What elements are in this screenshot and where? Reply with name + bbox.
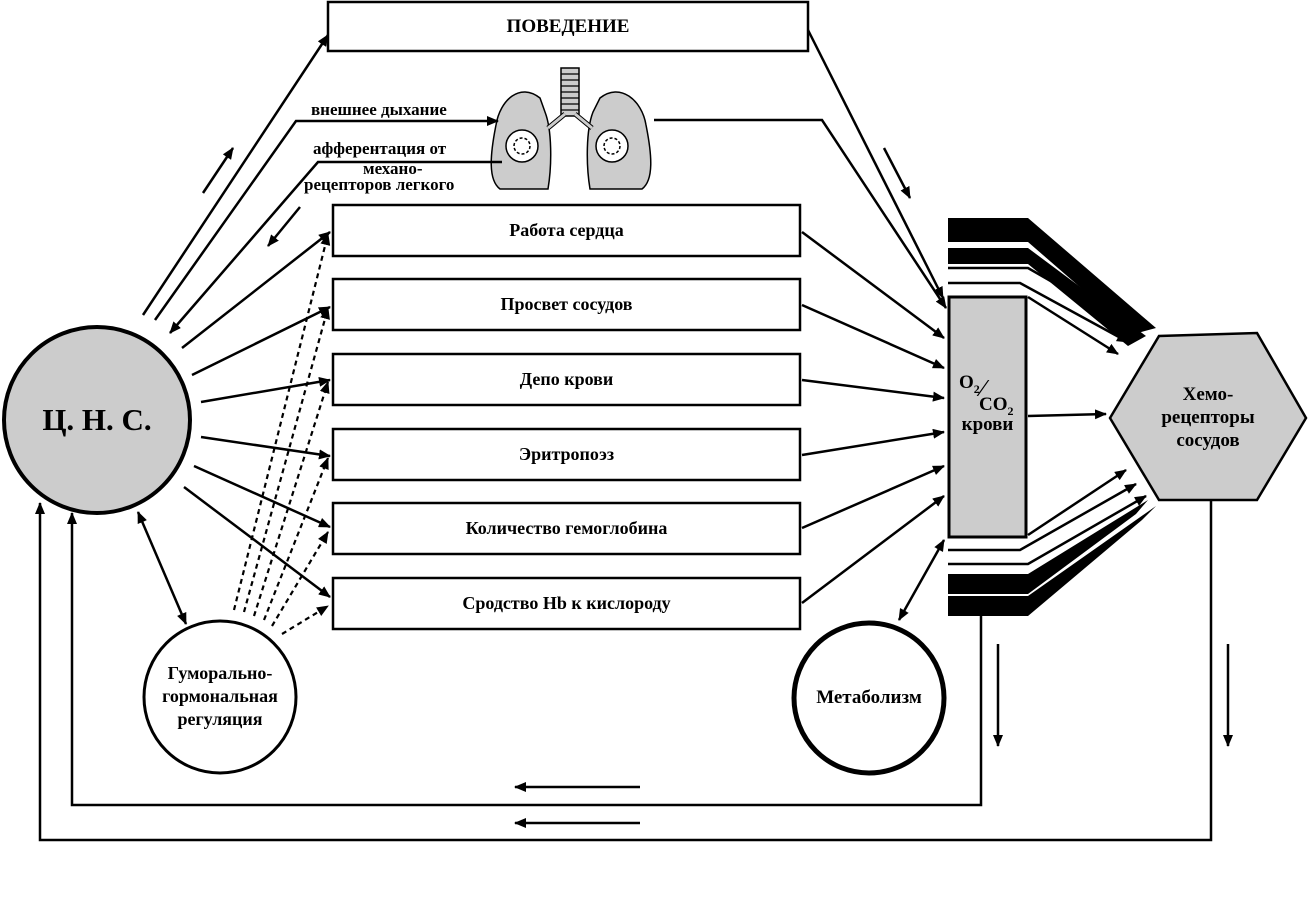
blood-gas-word: крови [961, 414, 1014, 435]
vessel-lumen-label: Просвет сосудов [500, 294, 633, 314]
afferent-label-line3: рецепторов легкого [304, 175, 455, 194]
afferent-label-line1: афферентация от [313, 139, 447, 158]
behavior-box [326, 0, 810, 53]
vessel-lumen-box [331, 277, 802, 332]
lungs-icon [490, 67, 652, 190]
blood-gas-label: O2 ⁄ CO2 крови [951, 372, 1024, 436]
metabolism-circle [791, 620, 947, 776]
humoral-label-line1: Гуморально- [167, 663, 273, 683]
behavior-label: ПОВЕДЕНИЕ [506, 15, 630, 37]
blood-gas-o2-sub: 2 [973, 381, 980, 396]
chemoreceptor-line3: сосудов [1176, 430, 1240, 451]
humoral-label-line2: гормональная [162, 686, 278, 706]
humoral-label-line3: регуляция [177, 709, 263, 729]
erythropoiesis-box [331, 427, 802, 482]
hb-affinity-box [331, 576, 802, 631]
cns-circle [2, 325, 192, 515]
blood-gas-o2: O [959, 372, 974, 393]
heart-work-label: Работа сердца [509, 220, 624, 240]
chemoreceptor-hexagon [1108, 331, 1308, 502]
effector-boxes [331, 203, 802, 631]
hemoglobin-amount-label: Количество гемоглобина [465, 518, 668, 538]
blood-gas-formula: O2 ⁄ CO2 [951, 372, 1024, 418]
blood-gas-box [947, 295, 1028, 539]
afferent-label-line2: механо- [363, 159, 423, 178]
metabolism-label: Метаболизм [816, 687, 922, 708]
external-breathing-label: внешнее дыхание [311, 100, 447, 119]
blood-depot-box [331, 352, 802, 407]
humoral-label: Гуморально- гормональная регуляция [144, 662, 296, 731]
hb-affinity-label: Сродство Hb к кислороду [462, 593, 671, 613]
erythropoiesis-label: Эритропоэз [518, 444, 615, 464]
humoral-circle [142, 619, 298, 775]
blood-depot-label: Депо крови [519, 369, 614, 389]
hemoglobin-amount-box [331, 501, 802, 556]
blood-gas-co2: CO [979, 394, 1008, 415]
connectors [35, 29, 1233, 842]
humoral-dashed-connectors [232, 233, 331, 635]
chemoreceptor-label: Хемо- рецепторы сосудов [1130, 383, 1286, 452]
blood-gas-co2-sub: 2 [1007, 403, 1014, 418]
chemoreceptor-line1: Хемо- [1182, 384, 1234, 405]
signal-bands [948, 218, 1156, 616]
blood-gas-slash: ⁄ [981, 376, 986, 402]
heart-work-box [331, 203, 802, 258]
cns-label: Ц. Н. С. [42, 402, 152, 437]
chemoreceptor-line2: рецепторы [1161, 407, 1255, 428]
